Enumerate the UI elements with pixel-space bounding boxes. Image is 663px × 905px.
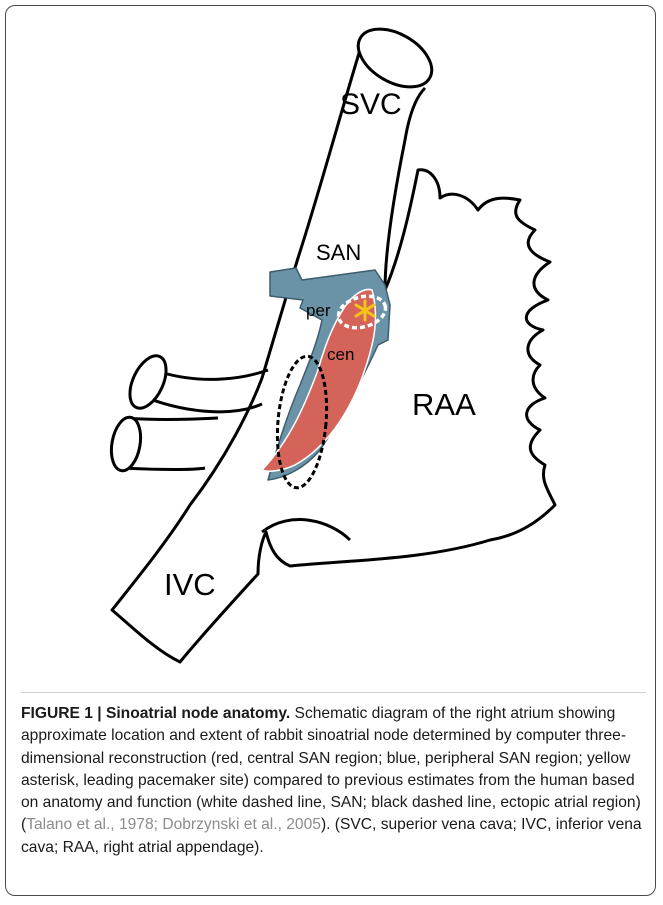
ivc-label: IVC [164,567,216,602]
cen-label: cen [327,345,354,364]
caption-citation-link[interactable]: Talano et al., 1978; Dobrzynski et al., … [26,816,321,833]
figure-label: FIGURE 1 | Sinoatrial node anatomy. [21,705,290,722]
figure-caption: FIGURE 1 | Sinoatrial node anatomy. Sche… [21,703,646,859]
right-atrium-diagram: SVC SAN per cen RAA IVC [0,0,663,690]
san-label: SAN [316,240,361,265]
figure-caption-block: FIGURE 1 | Sinoatrial node anatomy. Sche… [21,692,646,859]
raa-label: RAA [412,387,476,422]
per-label: per [306,301,331,320]
lower-left-vessel-opening [108,415,145,473]
ivc-curve [262,520,350,540]
caption-text: Schematic diagram of the right atrium sh… [21,705,641,833]
svc-label: SVC [340,88,402,121]
svc-opening [348,17,441,99]
caption-divider [21,692,646,693]
